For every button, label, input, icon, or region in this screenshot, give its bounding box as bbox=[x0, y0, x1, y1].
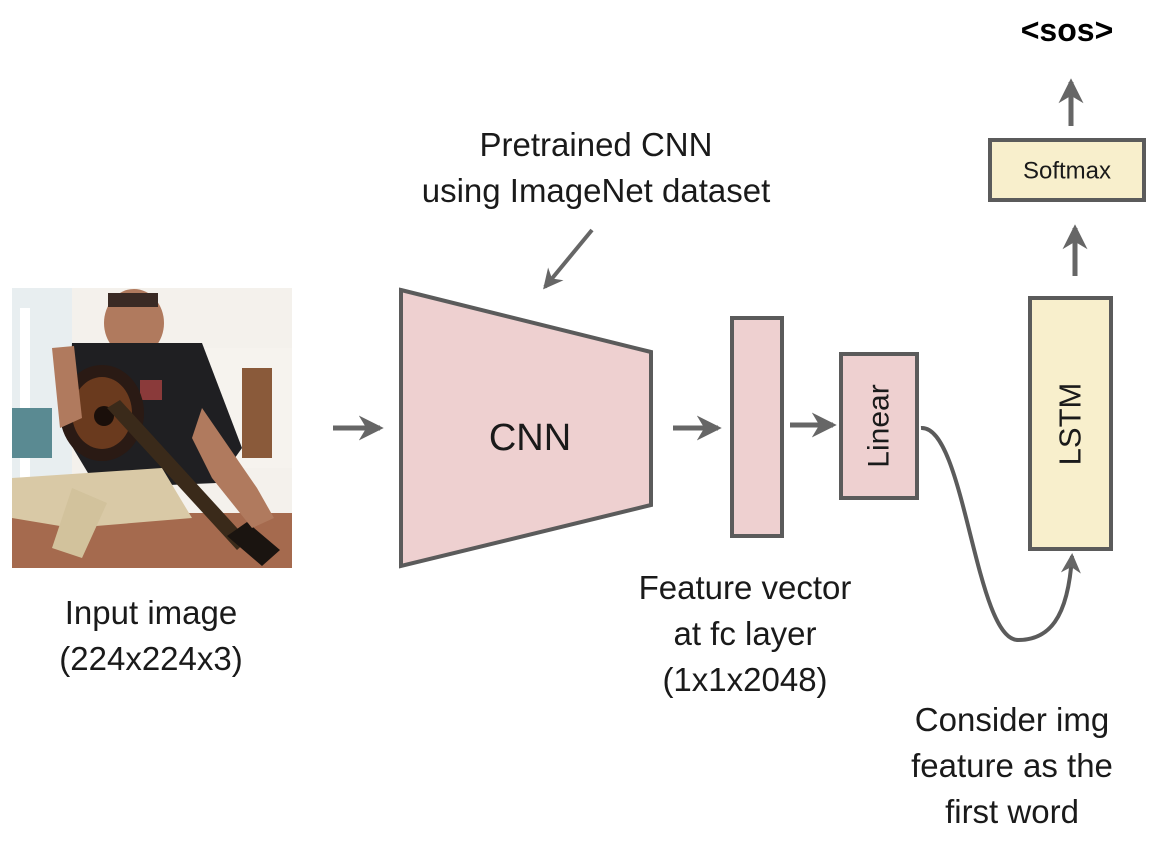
pretrained-annotation: Pretrained CNN using ImageNet dataset bbox=[396, 122, 796, 214]
first-word-note: Consider img feature as the first word bbox=[884, 697, 1140, 835]
input-caption-line1: Input image bbox=[64, 594, 238, 631]
lstm-label: LSTM bbox=[1053, 383, 1088, 466]
input-image-caption: Input image (224x224x3) bbox=[20, 590, 282, 682]
guitar-player-photo bbox=[12, 288, 292, 568]
softmax-label: Softmax bbox=[1023, 158, 1111, 185]
note-line2: feature as the bbox=[911, 747, 1113, 784]
pretrained-annotation-arrow bbox=[543, 228, 594, 290]
note-line3: first word bbox=[945, 793, 1079, 830]
feature-caption-line2: at fc layer bbox=[673, 615, 817, 652]
note-line1: Consider img bbox=[914, 701, 1110, 738]
feature-vector-caption: Feature vector at fc layer (1x1x2048) bbox=[617, 565, 873, 703]
arrow-linear-to-lstm bbox=[920, 425, 1081, 643]
feature-vector-block bbox=[730, 316, 784, 538]
output-token: <sos> bbox=[1021, 12, 1114, 48]
linear-label: Linear bbox=[863, 384, 896, 467]
input-caption-line2: (224x224x3) bbox=[59, 640, 243, 677]
feature-caption-line1: Feature vector bbox=[638, 569, 852, 606]
input-image bbox=[12, 288, 292, 568]
softmax-block bbox=[988, 138, 1146, 202]
linear-block bbox=[839, 352, 919, 500]
pretrained-annotation-line1: Pretrained CNN bbox=[479, 126, 713, 163]
pretrained-annotation-line2: using ImageNet dataset bbox=[421, 172, 771, 209]
feature-caption-line3: (1x1x2048) bbox=[662, 661, 828, 698]
cnn-block bbox=[399, 287, 653, 569]
cnn-label: CNN bbox=[488, 417, 572, 459]
lstm-block bbox=[1028, 296, 1113, 551]
